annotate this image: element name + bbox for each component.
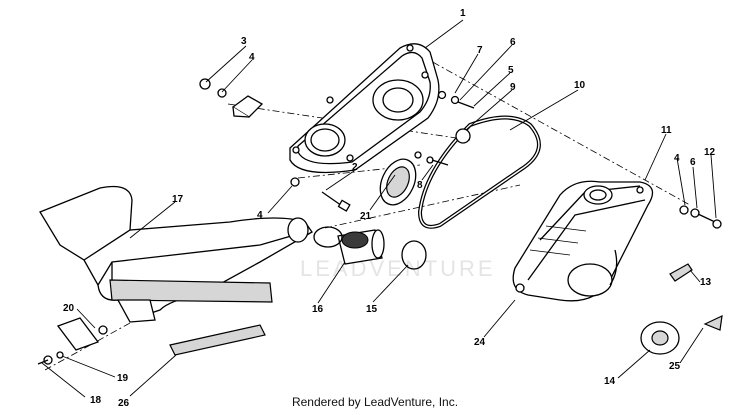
sleeve-tube (337, 229, 385, 265)
callout-11: 11 (661, 125, 672, 136)
callout-8: 8 (417, 180, 423, 191)
decal-small (703, 314, 723, 331)
callout-12: 12 (704, 147, 716, 158)
callout-18: 18 (90, 395, 102, 406)
lower-left-hardware (37, 317, 108, 365)
callout-20: 20 (63, 303, 75, 314)
right-fasteners (679, 205, 722, 229)
callout-14: 14 (604, 376, 616, 387)
upper-left-hardware (199, 78, 264, 118)
seal (379, 158, 417, 206)
label-tag (669, 263, 693, 282)
clamp-ring-right (401, 240, 427, 270)
bolt-and-washer (290, 177, 351, 212)
callout-21: 21 (360, 211, 372, 222)
callout-3: 3 (241, 36, 247, 47)
callout-17: 17 (172, 194, 184, 205)
drive-belt (417, 115, 541, 229)
callout-4-right: 4 (674, 153, 680, 164)
callout-4-upper: 4 (249, 52, 255, 63)
callout-13: 13 (700, 277, 712, 288)
callout-15: 15 (366, 304, 378, 315)
callout-7: 7 (477, 45, 483, 56)
watermark-text: LEADVENTURE (300, 256, 496, 281)
callout-6-right: 6 (690, 157, 696, 168)
intake-duct (39, 185, 313, 323)
inner-cover-plate (289, 43, 440, 174)
callout-16: 16 (312, 304, 324, 315)
center-fasteners (414, 90, 475, 166)
footer-credit: Rendered by LeadVenture, Inc. (291, 395, 459, 409)
callout-5: 5 (508, 65, 514, 76)
callout-6-upper: 6 (510, 37, 516, 48)
callout-26: 26 (118, 398, 130, 409)
callout-19: 19 (117, 373, 129, 384)
callout-4-lower: 4 (257, 210, 263, 221)
callout-2: 2 (352, 162, 358, 173)
callout-1: 1 (460, 8, 466, 19)
callout-labels: 1 2 3 4 5 6 7 8 9 10 11 12 13 14 15 16 1… (63, 8, 716, 409)
leader-lines (41, 19, 717, 398)
outer-clutch-cover (512, 180, 654, 302)
callout-10: 10 (574, 80, 586, 91)
callout-9: 9 (510, 82, 516, 93)
callout-25: 25 (669, 361, 681, 372)
decal-disc (640, 321, 680, 355)
callout-24: 24 (474, 337, 486, 348)
support-bar (169, 324, 266, 356)
clamp-ring-left (313, 226, 343, 248)
